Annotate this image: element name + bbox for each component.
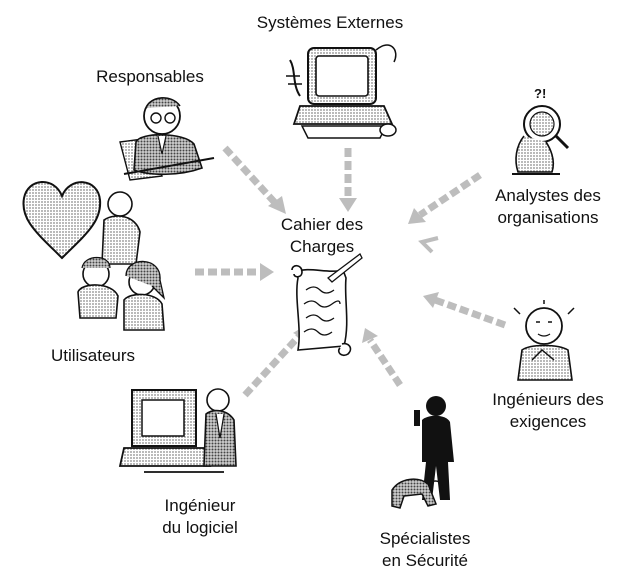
specialistes-label: Spécialistes en Sécurité bbox=[355, 528, 495, 572]
programmer-icon bbox=[118, 388, 237, 473]
analystes-line2: organisations bbox=[497, 208, 599, 227]
analystes-line1: Analystes des bbox=[495, 186, 601, 205]
arrow-specialistes bbox=[367, 338, 403, 387]
scroll-document-icon bbox=[291, 253, 363, 357]
specialistes-line2: en Sécurité bbox=[382, 551, 468, 570]
manager-icon bbox=[119, 97, 215, 181]
ingenieurs-exigences-label: Ingénieurs des exigences bbox=[478, 389, 618, 433]
utilisateurs-text: Utilisateurs bbox=[50, 346, 136, 365]
responsables-text: Responsables bbox=[96, 67, 204, 86]
center-label-line2: Charges bbox=[289, 237, 355, 256]
ingenieur-logiciel-label: Ingénieur du logiciel bbox=[130, 495, 270, 539]
thinking-person-icon bbox=[513, 300, 575, 381]
arrow-ingenieurs-exigences bbox=[433, 296, 507, 329]
ingenieur-logiciel-line1: Ingénieur bbox=[164, 496, 236, 515]
users-icon bbox=[22, 181, 166, 331]
systemes-externes-label: Systèmes Externes bbox=[235, 12, 425, 34]
systemes-externes-text: Systèmes Externes bbox=[256, 13, 404, 32]
center-label-line1: Cahier des bbox=[280, 215, 364, 234]
arrow-analystes bbox=[418, 172, 482, 218]
ingenieurs-exigences-line1: Ingénieurs des bbox=[492, 390, 604, 409]
arrow-ingenieur-logiciel bbox=[242, 332, 303, 398]
analystes-label: Analystes des organisations bbox=[478, 185, 618, 229]
responsables-label: Responsables bbox=[80, 66, 220, 88]
magnifier-person-icon: ?! bbox=[512, 86, 570, 175]
computer-icon bbox=[286, 44, 397, 139]
utilisateurs-label: Utilisateurs bbox=[28, 345, 158, 367]
connector-arrows bbox=[195, 145, 507, 398]
svg-text:?!: ?! bbox=[534, 86, 546, 101]
arrow-responsables bbox=[222, 145, 280, 208]
security-guard-icon bbox=[391, 396, 454, 509]
ingenieur-logiciel-line2: du logiciel bbox=[162, 518, 238, 537]
center-label: Cahier des Charges bbox=[262, 214, 382, 258]
ingenieurs-exigences-line2: exigences bbox=[509, 412, 587, 431]
specialistes-line1: Spécialistes bbox=[379, 529, 471, 548]
